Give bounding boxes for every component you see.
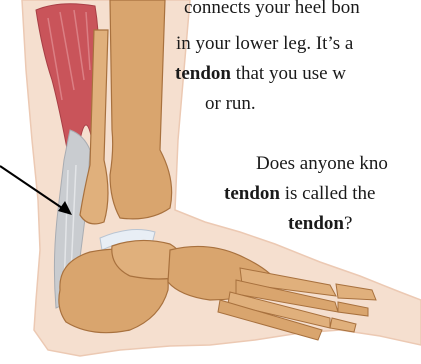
text-span: is called the: [280, 183, 376, 204]
text-line: tendon is called the: [224, 180, 375, 207]
text-line: connects your heel bon: [184, 0, 360, 21]
keyword-tendon: tendon: [224, 183, 280, 204]
keyword-tendon: tendon: [288, 213, 344, 234]
text-span: ?: [344, 213, 352, 234]
text-span: that you use w: [231, 63, 346, 84]
text-line: tendon that you use w: [175, 60, 346, 87]
text-line: in your lower leg. It’s a: [176, 30, 353, 57]
text-line: tendon?: [288, 210, 352, 237]
text-line: or run.: [205, 90, 256, 117]
keyword-tendon: tendon: [175, 63, 231, 84]
text-line: Does anyone kno: [256, 150, 388, 177]
